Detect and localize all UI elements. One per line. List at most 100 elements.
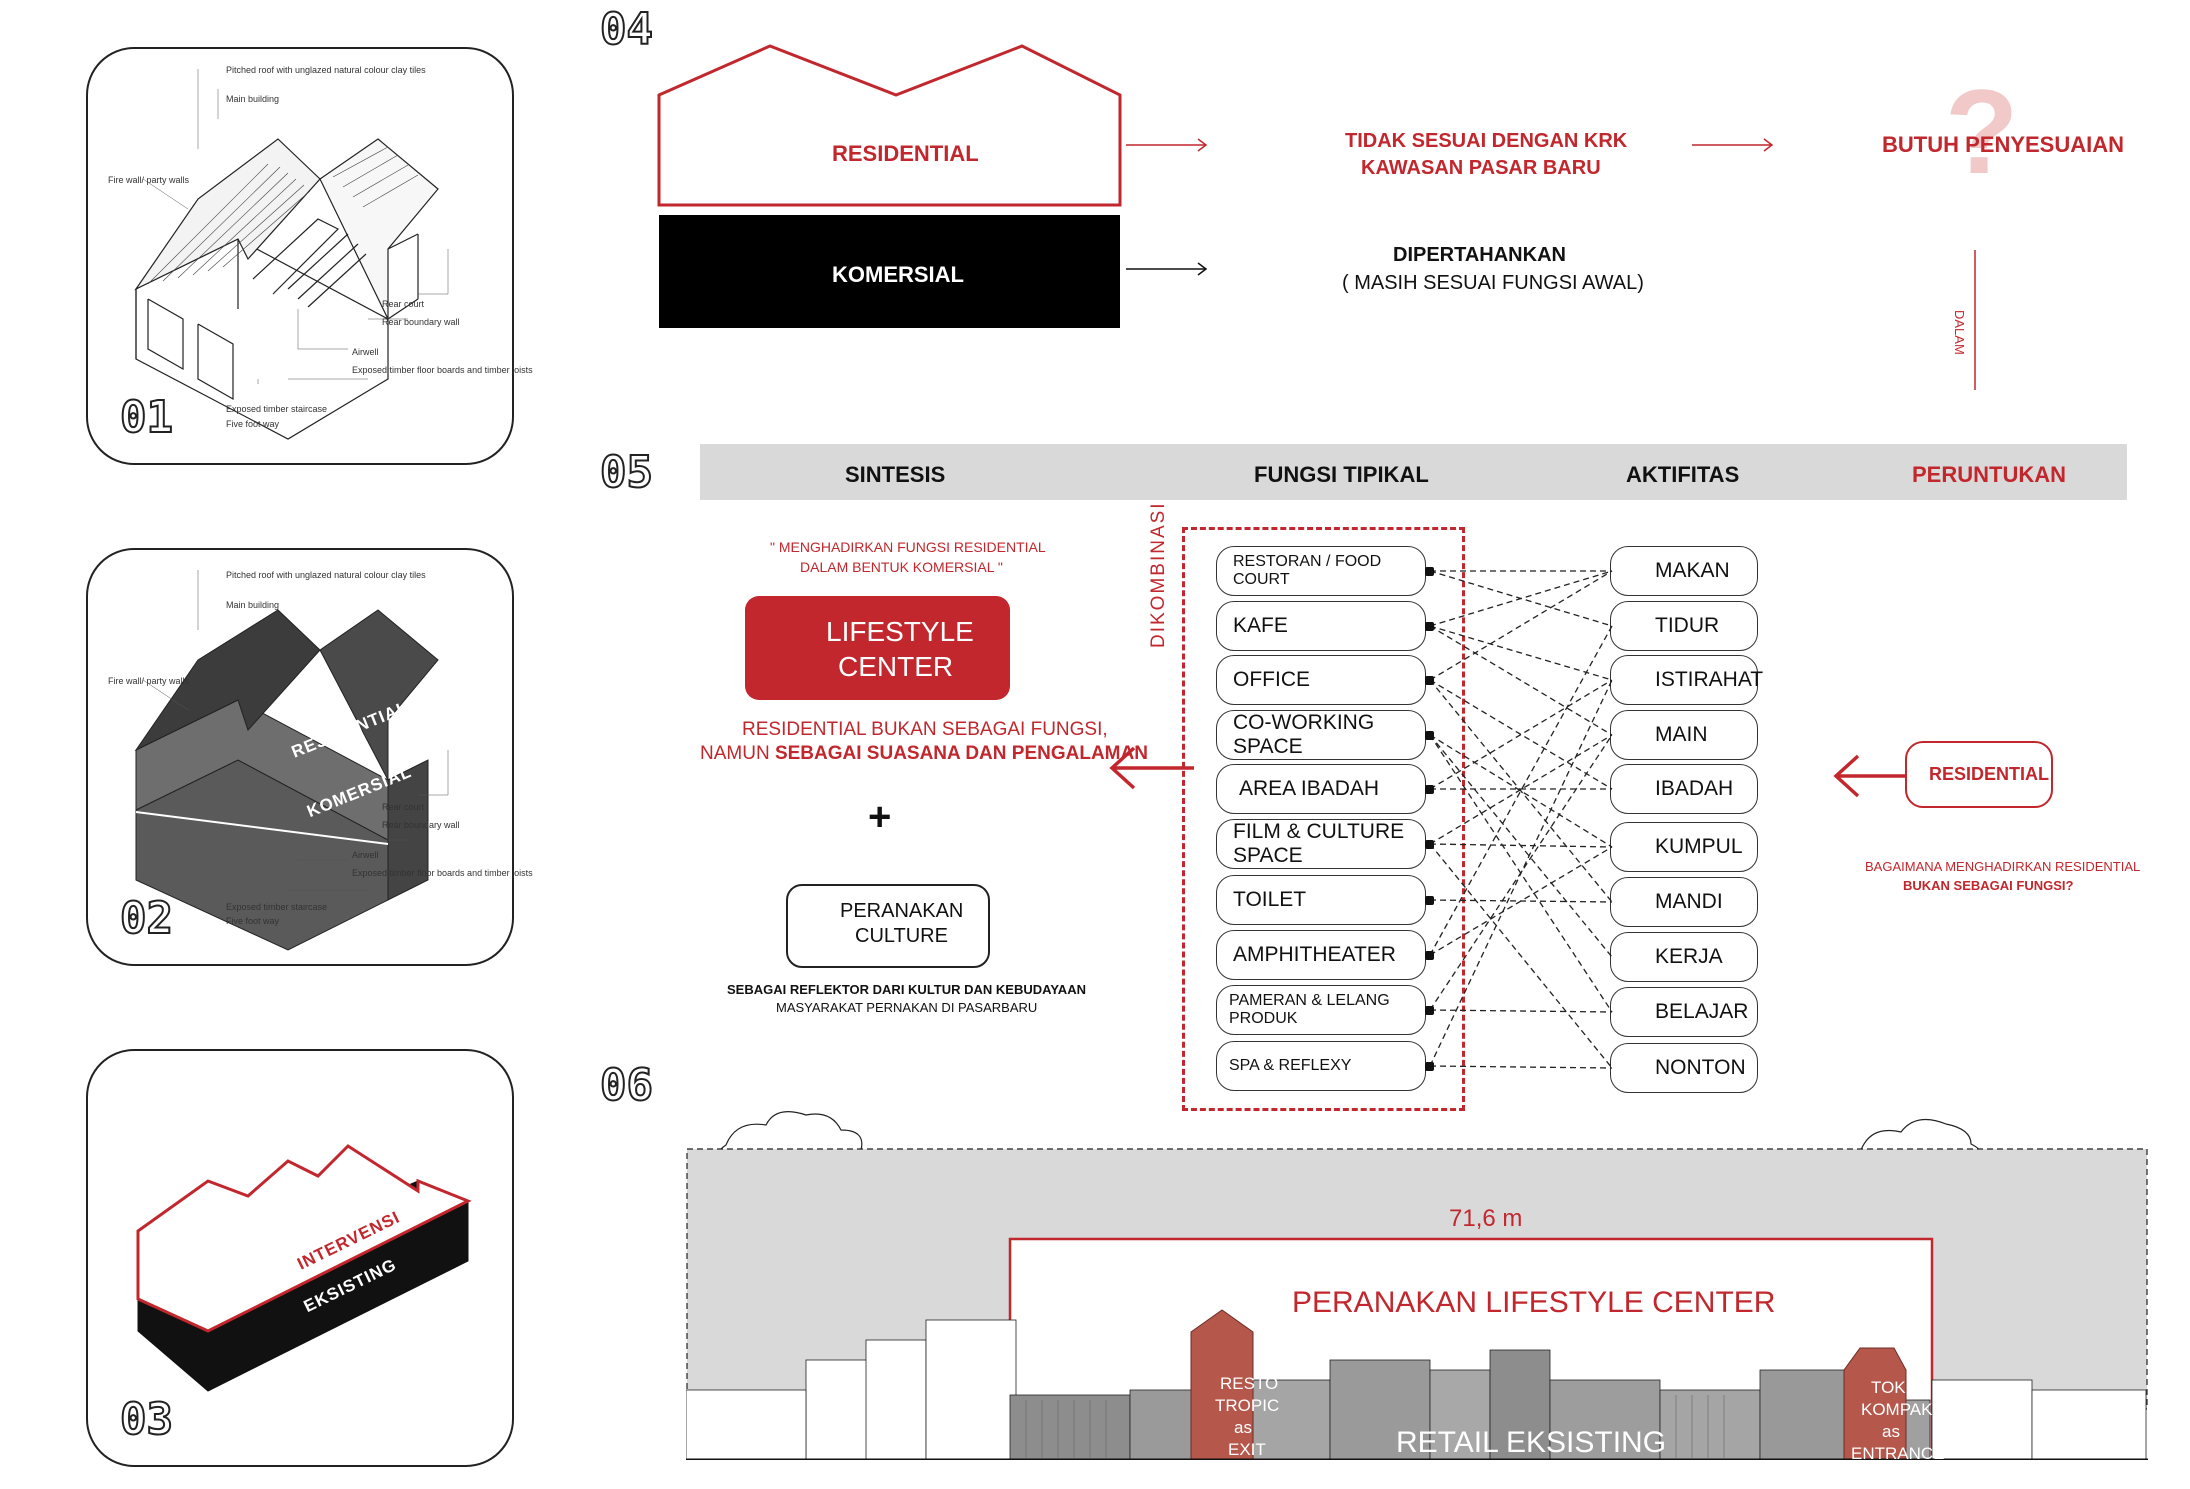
dipertahankan: DIPERTAHANKAN xyxy=(1393,244,1566,266)
label-five-foot-way: Five foot way xyxy=(226,419,280,429)
elevation-drawing xyxy=(686,1111,2148,1460)
toko-label-2: KOMPAK xyxy=(1861,1400,1933,1419)
shophouse-axonometric-drawing xyxy=(134,69,449,440)
resto-label-3: as xyxy=(1234,1418,1252,1437)
fungsi-coworking: CO-WORKING SPACE xyxy=(1216,710,1426,760)
connector-dot xyxy=(1425,896,1434,905)
toko-label-3: as xyxy=(1882,1422,1900,1441)
label-main-building-2: Main building xyxy=(226,600,280,610)
tidak-sesuai-line1: TIDAK SESUAI DENGAN KRK xyxy=(1345,130,1628,152)
step-number-01: 01 xyxy=(119,391,174,444)
tidak-sesuai-line2: KAWASAN PASAR BARU xyxy=(1361,157,1601,179)
label-rear-boundary: Rear boundary wall xyxy=(382,317,460,327)
connector-dot xyxy=(1425,785,1434,794)
fungsi-amphitheater: AMPHITHEATER xyxy=(1216,930,1426,980)
fungsi-spa: SPA & REFLEXY xyxy=(1216,1041,1426,1091)
label-main-building: Main building xyxy=(226,94,280,104)
komersial-block xyxy=(659,215,1120,328)
aktifitas-tidur: TIDUR xyxy=(1610,601,1758,651)
connector-dot xyxy=(1425,1062,1434,1071)
label-five-foot-way-2: Five foot way xyxy=(226,916,280,926)
connector-dot xyxy=(1425,1006,1434,1015)
step-number-06: 06 xyxy=(599,1059,654,1112)
header-fungsi-tipikal: FUNGSI TIPIKAL xyxy=(1254,462,1429,487)
reflektor-line2: MASYARAKAT PERNAKAN DI PASARBARU xyxy=(776,1000,1038,1015)
resto-label-4: EXIT xyxy=(1228,1440,1266,1459)
bagaimana-line2: BUKAN SEBAGAI FUNGSI? xyxy=(1903,878,2074,893)
label-rear-court-2: Rear court xyxy=(382,802,425,812)
masih-sesuai: ( MASIH SESUAI FUNGSI AWAL) xyxy=(1342,272,1644,294)
fungsi-pameran: PAMERAN & LELANG PRODUK xyxy=(1216,985,1426,1035)
section-05-header-bar xyxy=(700,444,2127,500)
aktifitas-nonton: NONTON xyxy=(1610,1043,1758,1093)
connector-dot xyxy=(1425,951,1434,960)
dimension-label: 71,6 m xyxy=(1449,1205,1523,1232)
arrow-left-to-sintesis xyxy=(1109,746,1194,790)
label-rear-court: Rear court xyxy=(382,299,425,309)
label-airwell: Airwell xyxy=(352,347,379,357)
aktifitas-kumpul: KUMPUL xyxy=(1610,822,1758,872)
aktifitas-istirahat: ISTIRAHAT xyxy=(1610,655,1763,705)
header-sintesis: SINTESIS xyxy=(845,462,946,487)
step-number-04: 04 xyxy=(599,3,654,56)
fungsi-toilet: TOILET xyxy=(1216,875,1426,925)
label-pitched-roof-2: Pitched roof with unglazed natural colou… xyxy=(226,570,426,580)
label-airwell-2: Airwell xyxy=(352,850,379,860)
resto-label-1: RESTO xyxy=(1220,1374,1279,1393)
panel-03-card: INTERVENSI EKSISTING 03 xyxy=(86,1049,514,1467)
aktifitas-ibadah: IBADAH xyxy=(1610,764,1758,814)
residential-peruntukan-label: RESIDENTIAL xyxy=(1929,764,2050,784)
fungsi-office: OFFICE xyxy=(1216,655,1426,705)
label-fire-wall-2: Fire wall/ party walls xyxy=(108,676,190,686)
label-residential-block: RESIDENTIAL xyxy=(832,141,979,166)
quote-line2: DALAM BENTUK KOMERSIAL " xyxy=(800,559,1003,575)
fungsi-area-ibadah: AREA IBADAH xyxy=(1216,764,1426,814)
header-peruntukan: PERUNTUKAN xyxy=(1912,462,2066,487)
toko-kompak-tower xyxy=(1843,1347,1907,1460)
aktifitas-belajar: BELAJAR xyxy=(1610,987,1758,1037)
res-bukan-namun: NAMUN xyxy=(700,743,775,764)
residential-bukan-line2: NAMUN SEBAGAI SUASANA DAN PENGALAMAN xyxy=(700,743,1148,765)
question-mark-icon: ? xyxy=(1945,65,2019,199)
lifestyle-line1: LIFESTYLE xyxy=(826,616,974,647)
step-number-05: 05 xyxy=(599,446,654,499)
label-pitched-roof: Pitched roof with unglazed natural colou… xyxy=(226,65,426,75)
label-komersial-block: KOMERSIAL xyxy=(832,262,964,287)
resto-label-2: TROPIC xyxy=(1215,1396,1280,1415)
residential-peruntukan-box xyxy=(1905,741,2053,808)
connector-dot xyxy=(1425,622,1434,631)
step-number-03: 03 xyxy=(119,1393,174,1446)
resto-tropic-tower xyxy=(1190,1309,1254,1460)
residential-roof-outline xyxy=(657,44,1122,207)
label-timber-staircase-2: Exposed timber staircase xyxy=(226,902,328,912)
peranakan-line1: PERANAKAN xyxy=(840,900,964,922)
aktifitas-kerja: KERJA xyxy=(1610,932,1758,982)
res-bukan-bold: SEBAGAI SUASANA DAN PENGALAMAN xyxy=(774,743,1148,764)
dalam-label: DALAM xyxy=(1952,310,1967,355)
connector-dot xyxy=(1425,567,1434,576)
combination-links xyxy=(1429,570,1613,1069)
lifestyle-center-box xyxy=(745,596,1010,700)
lifestyle-line2: CENTER xyxy=(838,651,954,682)
label-timber-staircase: Exposed timber staircase xyxy=(226,404,328,414)
residential-bukan-line1: RESIDENTIAL BUKAN SEBAGAI FUNGSI, xyxy=(742,719,1108,740)
connector-dot xyxy=(1425,676,1434,685)
fungsi-kafe: KAFE xyxy=(1216,601,1426,651)
bagaimana-line1: BAGAIMANA MENGHADIRKAN RESIDENTIAL xyxy=(1865,859,2141,874)
dikombinasi-label: DIKOMBINASI xyxy=(1148,501,1169,648)
label-timber-floor-2: Exposed timber floor boards and timber j… xyxy=(352,868,533,878)
lifestyle-center-title: PERANAKAN LIFESTYLE CENTER xyxy=(1292,1286,1776,1319)
panel-01-card: Pitched roof with unglazed natural colou… xyxy=(86,47,533,465)
aktifitas-mandi: MANDI xyxy=(1610,877,1758,927)
toko-label-4: ENTRANCE xyxy=(1851,1444,1945,1463)
label-fire-wall: Fire wall/ party walls xyxy=(108,175,190,185)
quote-line1: " MENGHADIRKAN FUNGSI RESIDENTIAL xyxy=(770,539,1046,555)
panel-02-card: RESIDENTIAL KOMERSIAL Pitched roof with … xyxy=(86,548,533,966)
fungsi-restoran: RESTORAN / FOOD COURT xyxy=(1216,546,1426,596)
butuh-penyesuaian: BUTUH PENYESUAIAN xyxy=(1882,132,2125,157)
intervention-massing-drawing xyxy=(136,1144,472,1392)
step-number-02: 02 xyxy=(119,892,174,945)
arrow-left-from-residential xyxy=(1833,754,1908,798)
connector-dot xyxy=(1425,731,1434,740)
peranakan-culture-box xyxy=(786,884,990,968)
